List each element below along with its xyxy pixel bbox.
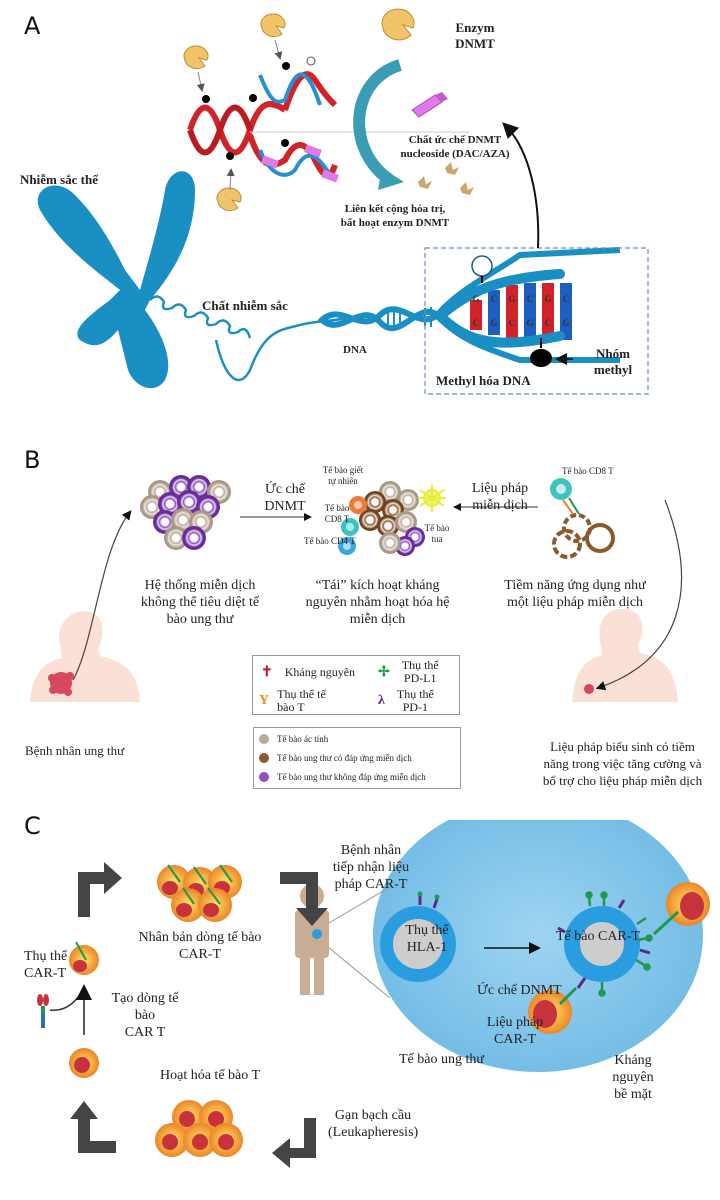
small-tumor-icon	[584, 684, 594, 694]
base-letter: C	[491, 294, 498, 304]
legend-pdl1: ✢ Thụ thể PD-L1	[378, 658, 439, 685]
malignant-cell-icon	[259, 734, 269, 744]
chromosome-icon	[37, 171, 195, 389]
responsive-cell-icon	[259, 753, 269, 763]
antigen-icon: ✝	[261, 665, 273, 680]
patient-silhouette	[30, 611, 140, 702]
legend-responsive: Tế bào ung thư có đáp ứng miễn dịch	[259, 753, 412, 763]
cancer-cell-before	[380, 891, 456, 982]
methylation-label: Methyl hóa DNA	[436, 373, 531, 388]
panel-c-label: C	[24, 812, 41, 840]
dnmt-inhibit-label: Ức chế DNMT	[477, 983, 562, 998]
tumor-cluster-destroyed	[550, 478, 615, 559]
patient-label: Bệnh nhân ung thư	[25, 743, 125, 758]
cancer-cell-after	[557, 891, 653, 997]
base-pairs	[470, 283, 572, 340]
caption-potential: Tiềm năng ứng dụng như một liệu pháp miễ…	[504, 578, 646, 610]
infusion-label: Bệnh nhân tiếp nhận liệu pháp CAR-T	[332, 843, 410, 892]
methyl-group-label: Nhóm methyl	[593, 346, 633, 377]
chromosome-label: Nhiễm sắc thể	[20, 172, 98, 187]
dnmt-inhibition-label: Ức chế DNMT	[264, 482, 306, 514]
base-letter: G	[562, 318, 569, 328]
dendritic-cell-icon	[418, 484, 446, 512]
legend-tcell-receptor: Y Thụ thể tế bào T	[259, 687, 326, 714]
dnmt-enzyme-icon	[183, 8, 415, 212]
methylation-box	[424, 247, 649, 395]
tumor-cluster-unresponsive	[140, 475, 231, 550]
base-letter: C	[545, 318, 552, 328]
cancer-cell-label: Tế bào ung thư	[399, 1052, 484, 1067]
car-receptor-label: Thụ thể CAR-T	[24, 949, 68, 981]
tumor-cluster-reactivated	[338, 481, 446, 556]
return-arrow	[502, 122, 540, 249]
tcell-receptor-icon: Y	[259, 693, 270, 708]
inhibitor-prism-icon	[411, 92, 448, 118]
legend-malignant: Tế bào ác tính	[259, 734, 328, 744]
surface-antigen-label: Kháng nguyên bề mặt	[612, 1053, 654, 1102]
base-letter: C	[527, 294, 534, 304]
therapy-to-patient-arrow	[595, 499, 683, 691]
caption-unresponsive: Hệ thống miễn dịch không thể tiêu diệt t…	[140, 578, 260, 627]
cart-therapy-label: Liệu pháp CAR-T	[486, 1015, 544, 1047]
chromatin-label: Chất nhiễm sắc	[202, 298, 288, 313]
tumor-icon	[48, 672, 74, 696]
single-car-t-cell	[69, 941, 99, 975]
car-receptor-icon	[37, 994, 49, 1028]
activation-label: Hoạt hóa tế bào T	[160, 1068, 261, 1083]
arrow-down-left	[272, 1118, 316, 1168]
panel-c-graphics	[37, 820, 710, 1168]
inhibitor-label: Chất ức chế DNMT nucleoside (DAC/AZA)	[400, 134, 510, 160]
nk-cell-label: Tế bào giết tự nhiên	[322, 465, 364, 486]
base-letter: C	[563, 294, 570, 304]
car-t-cell-label: Tế bào CAR-T	[556, 929, 640, 944]
base-letter: G	[490, 318, 497, 328]
unresponsive-cell-icon	[259, 772, 269, 782]
cd8-top-label: Tế bào CD8 T	[562, 466, 614, 476]
expansion-label: Nhân bản dòng tế bào CAR-T	[138, 930, 262, 962]
pdl1-icon: ✢	[378, 664, 390, 680]
leukapheresis-label: Gạn bạch cầu (Leukapheresis)	[328, 1108, 419, 1140]
methyl-group-icon	[530, 349, 552, 367]
panel-b-graphics	[30, 475, 683, 702]
enzyme-title: Enzym DNMT	[455, 20, 495, 51]
dna-label: DNA	[343, 344, 367, 356]
unmethylated-marker	[471, 255, 493, 277]
immunotherapy-label: Liệu pháp miễn dịch	[471, 481, 529, 513]
cd8-cell-label: Tế bào CD8 T	[324, 503, 350, 524]
legend-antigen: ✝ Kháng nguyên	[261, 665, 356, 680]
base-letter: G	[526, 318, 533, 328]
activated-t-cell-cluster	[155, 1100, 243, 1157]
cycle-arrows	[70, 862, 328, 1168]
outcome-caption: Liệu pháp biểu sinh có tiềm năng trong v…	[542, 739, 703, 788]
car-t-expansion-cluster	[157, 864, 242, 922]
panel-a-label: A	[24, 12, 41, 40]
receptor-legend: ✝ Kháng nguyên ✢ Thụ thể PD-L1 Y Thụ thể…	[252, 655, 460, 715]
hla-label: Thụ thể HLA-1	[405, 923, 449, 955]
base-letter: C	[473, 318, 480, 328]
base-letter: G	[508, 294, 515, 304]
legend-unresponsive: Tế bào ung thư không đáp ứng miễn dịch	[259, 772, 426, 782]
t-cell-icon	[69, 1048, 99, 1078]
inactivated-enzyme-icons	[418, 162, 474, 195]
cd4-cell-label: Tế bào CD4 T	[304, 536, 356, 546]
base-letter: G	[472, 294, 479, 304]
panel-b-label: B	[24, 446, 41, 474]
arrow-right-down	[280, 872, 328, 926]
caption-reactivation: “Tái” kích hoạt kháng nguyên nhằm hoạt h…	[305, 578, 450, 627]
cloning-label: Tạo dòng tế bào CAR T	[111, 991, 179, 1040]
pd1-icon: λ	[378, 693, 385, 708]
arrow-up-right	[78, 862, 122, 917]
patient-to-cluster-arrow	[72, 510, 132, 681]
inhibition-arrow	[353, 59, 403, 185]
base-letter: C	[509, 318, 516, 328]
cell-legend: Tế bào ác tính Tế bào ung thư có đáp ứng…	[253, 727, 461, 789]
legend-pd1: λ Thụ thể PD-1	[378, 687, 434, 714]
patient-silhouette-treated	[572, 608, 678, 702]
arrow-left-up	[70, 1101, 116, 1153]
dendritic-cell-label: Tế bào tua	[424, 523, 450, 544]
base-letter: G	[544, 294, 551, 304]
covalent-bond-label: Liên kết cộng hóa trị, bất hoạt enzym DN…	[340, 203, 450, 229]
car-t-cell-icon	[528, 882, 710, 1034]
